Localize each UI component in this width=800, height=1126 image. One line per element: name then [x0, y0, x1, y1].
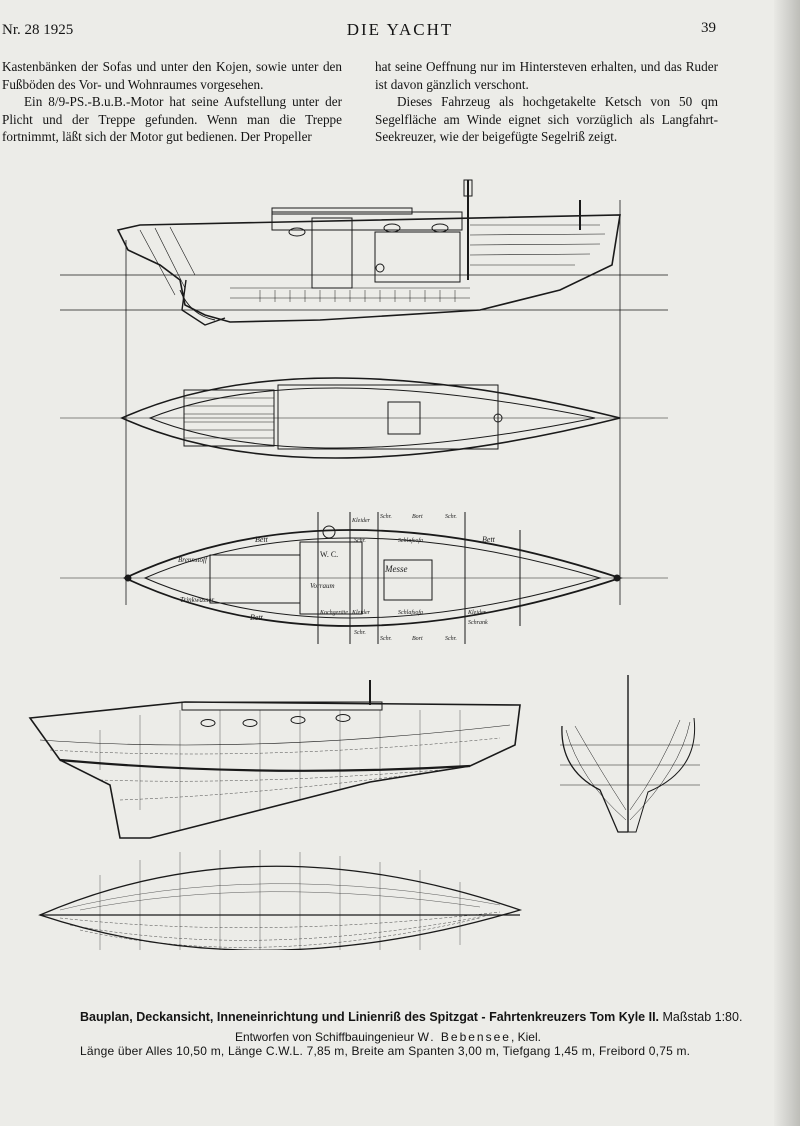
label-schr: Schr.: [380, 514, 392, 520]
label-schr: Schr.: [354, 630, 366, 636]
yacht-plans-drawing: Bett Brennstoff W. C. Kleider Schr. Bort…: [28, 179, 700, 950]
label-bett: Bett: [482, 535, 496, 544]
label-wc: W. C.: [320, 550, 338, 559]
label-kochgerate: Kochgeräte: [319, 610, 348, 616]
lines-plan-sections: [560, 675, 700, 833]
caption-title: Bauplan, Deckansicht, Inneneinrichtung u…: [80, 1010, 742, 1024]
caption-title-text: Bauplan, Deckansicht, Inneneinrichtung u…: [80, 1010, 660, 1024]
page-header: Nr. 28 1925 DIE YACHT 39: [0, 20, 800, 44]
lines-plan-half-breadth: [38, 850, 523, 950]
label-bett: Bett: [250, 613, 264, 622]
issue-number: Nr. 28 1925: [2, 22, 74, 38]
right-text-column: hat seine Oeffnung nur im Hintersteven e…: [375, 58, 718, 146]
page-edge-shadow: [774, 0, 800, 1126]
caption-designer-line: Entworfen von Schiffbauingenieur W. Bebe…: [235, 1030, 541, 1044]
label-schlafsofa: Schlafsofa: [398, 609, 423, 616]
side-profile-plan: [60, 179, 668, 605]
label-bort: Bort: [412, 636, 423, 642]
caption-dimensions: Länge über Alles 10,50 m, Länge C.W.L. 7…: [80, 1044, 691, 1058]
lines-plan-profile: [28, 680, 521, 839]
label-schrank: Schrank: [468, 620, 488, 626]
caption-designer-prefix: Entworfen von Schiffbauingenieur: [235, 1030, 415, 1044]
caption-scale: Maßstab 1:80.: [662, 1010, 743, 1024]
label-vorraum: Vorraum: [310, 582, 335, 590]
left-text-column: Kastenbänken der Sofas und unter den Koj…: [2, 58, 342, 146]
page-number: 39: [701, 20, 716, 36]
paragraph: Kastenbänken der Sofas und unter den Koj…: [2, 59, 342, 92]
paragraph: Ein 8/9-PS.-B.u.B.-Motor hat seine Aufst…: [2, 94, 342, 144]
label-messe: Messe: [384, 564, 408, 574]
label-kleider: Kleider: [467, 610, 487, 616]
interior-plan: Bett Brennstoff W. C. Kleider Schr. Bort…: [60, 512, 668, 644]
paragraph: hat seine Oeffnung nur im Hintersteven e…: [375, 59, 718, 92]
label-bort: Bort: [412, 514, 423, 520]
deck-view-plan: [60, 377, 668, 459]
label-kleider: Kleider: [351, 518, 371, 524]
label-bett: Bett: [255, 535, 269, 544]
label-kleider: Kleider: [351, 610, 371, 616]
caption-designer-suffix: , Kiel.: [510, 1030, 541, 1044]
label-schlafsofa: Schlafsofa: [398, 537, 423, 544]
label-schr: Schr.: [445, 636, 457, 642]
label-schr: Schr.: [354, 538, 366, 544]
label-brennstoff: Brennstoff: [178, 556, 208, 564]
label-schr: Schr.: [380, 636, 392, 642]
label-trinkwasser: Trinkwasser: [180, 596, 215, 604]
label-schr: Schr.: [445, 514, 457, 520]
magazine-title: DIE YACHT: [346, 20, 454, 39]
paragraph: Dieses Fahrzeug als hochgetakelte Ketsch…: [375, 94, 718, 144]
caption-designer-name: W. Bebensee: [417, 1030, 511, 1044]
